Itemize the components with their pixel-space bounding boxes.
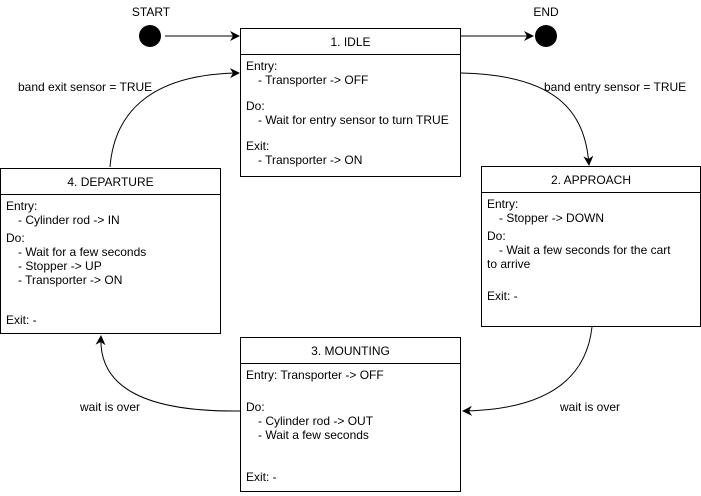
idle-do-heading: Do: — [246, 99, 265, 113]
start-label: START — [131, 5, 171, 19]
idle-do-item: - Wait for entry sensor to turn TRUE — [258, 113, 449, 127]
end-node — [535, 25, 557, 47]
departure-do-item: - Stopper -> UP — [18, 259, 102, 273]
departure-exit-line: Exit: - — [6, 313, 37, 327]
state-departure: 4. DEPARTURE Entry: - Cylinder rod -> IN… — [0, 168, 221, 334]
departure-entry-heading: Entry: — [6, 199, 38, 213]
approach-entry-item: - Stopper -> DOWN — [499, 211, 605, 225]
mounting-to-departure-arrow — [95, 335, 241, 412]
state-idle: 1. IDLE Entry: - Transporter -> OFF Do: … — [240, 28, 461, 177]
mounting-exit-line: Exit: - — [246, 470, 277, 484]
mounting-do-item: - Wait a few seconds — [258, 428, 369, 442]
departure-do-item: - Wait for a few seconds — [18, 245, 147, 259]
transition-label-idle-to-approach: band entry sensor = TRUE — [544, 80, 687, 94]
mounting-do-item: - Cylinder rod -> OUT — [258, 414, 374, 428]
approach-exit-line: Exit: - — [487, 289, 518, 303]
approach-to-mounting-arrow — [462, 326, 593, 416]
start-node — [139, 25, 161, 47]
departure-entry-item: - Cylinder rod -> IN — [18, 213, 120, 227]
mounting-do-heading: Do: — [246, 400, 265, 414]
state-mounting-title: 3. MOUNTING — [241, 338, 460, 364]
mounting-entry-line: Entry: Transporter -> OFF — [246, 368, 384, 382]
approach-do-line2: to arrive — [487, 257, 531, 271]
idle-exit-item: - Transporter -> ON — [258, 153, 363, 167]
departure-to-idle-arrow — [109, 68, 240, 168]
departure-do-item: - Transporter -> ON — [18, 273, 123, 287]
approach-do-line1: - Wait a few seconds for the cart — [499, 243, 671, 257]
state-mounting: 3. MOUNTING Entry: Transporter -> OFF Do… — [240, 337, 461, 492]
state-departure-title: 4. DEPARTURE — [1, 169, 220, 195]
transition-label-mounting-to-departure: wait is over — [80, 400, 141, 414]
end-label: END — [533, 5, 559, 19]
approach-entry-heading: Entry: — [487, 197, 519, 211]
state-approach: 2. APPROACH Entry: - Stopper -> DOWN Do:… — [481, 166, 701, 327]
idle-exit-heading: Exit: — [246, 139, 270, 153]
idle-entry-item: - Transporter -> OFF — [258, 73, 369, 87]
state-approach-title: 2. APPROACH — [482, 167, 700, 193]
departure-do-heading: Do: — [6, 231, 25, 245]
transition-label-departure-to-idle: band exit sensor = TRUE — [18, 80, 153, 94]
state-idle-title: 1. IDLE — [241, 29, 460, 55]
approach-do-heading: Do: — [487, 229, 506, 243]
idle-entry-heading: Entry: — [246, 59, 278, 73]
transition-label-approach-to-mounting: wait is over — [560, 400, 621, 414]
idle-to-approach-arrow — [460, 72, 594, 166]
